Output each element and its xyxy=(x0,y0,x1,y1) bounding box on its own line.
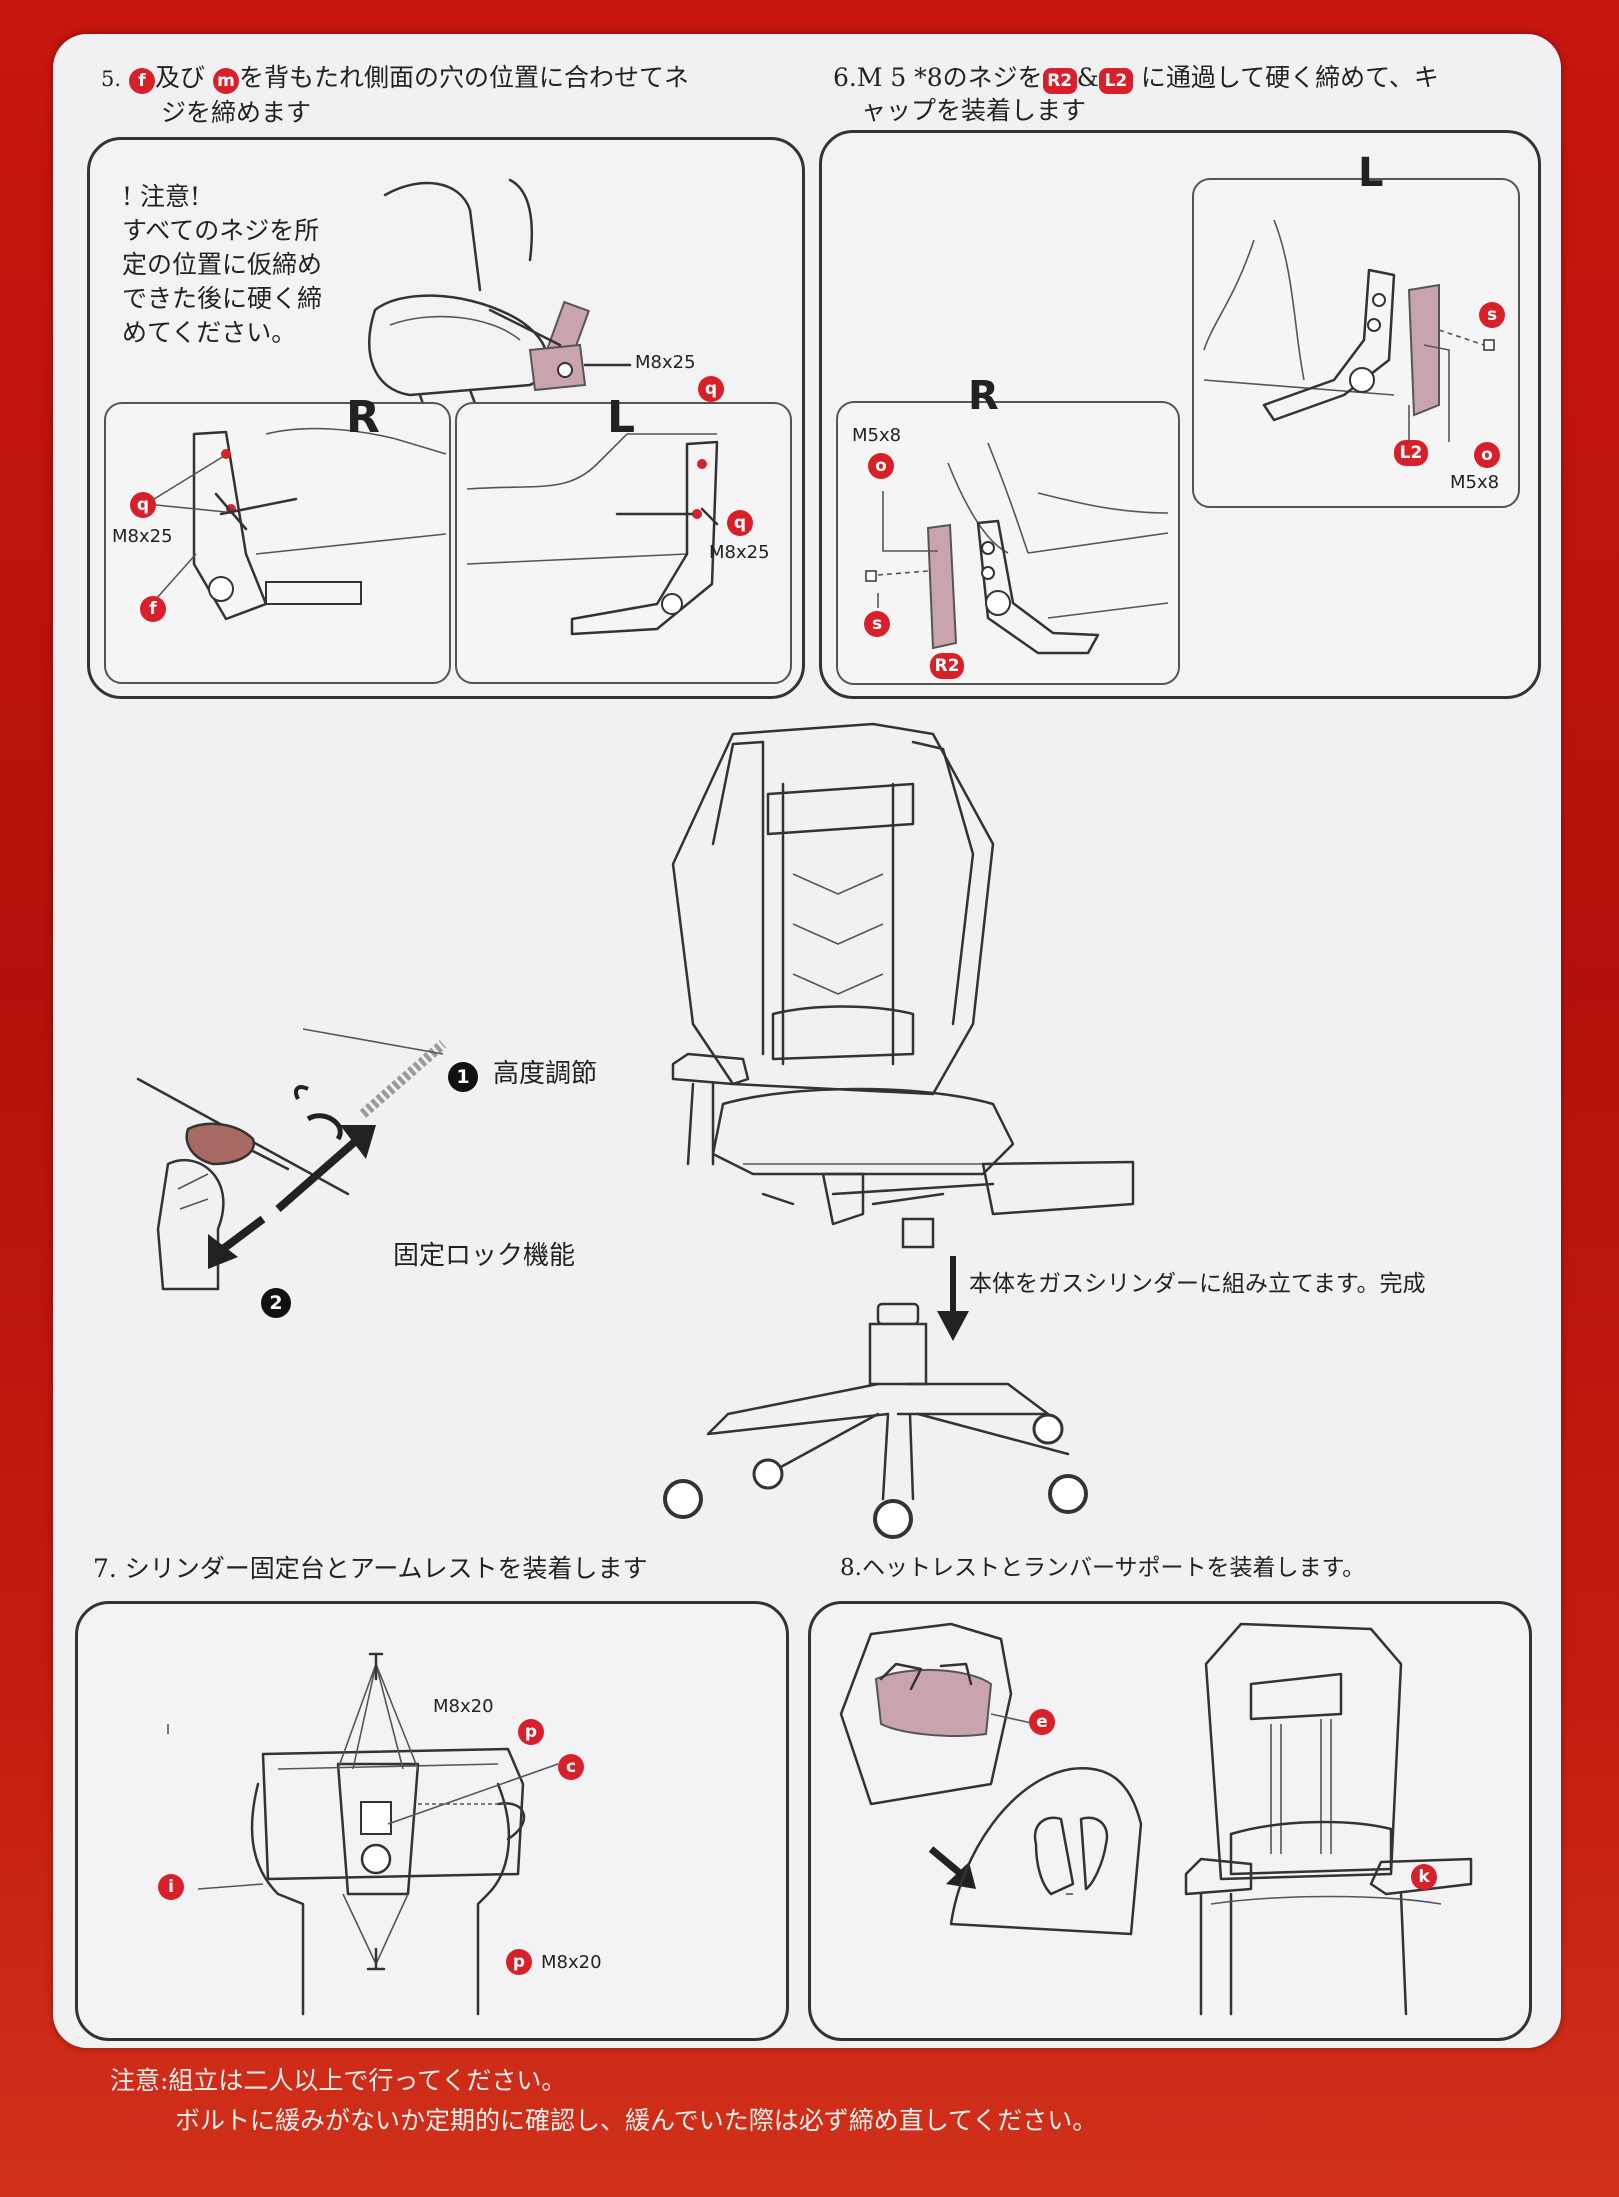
label-p-top: p xyxy=(518,1719,544,1745)
left-label: L xyxy=(607,392,636,443)
down-arrow-icon xyxy=(937,1256,969,1341)
badge-l2: L2 xyxy=(1098,68,1133,94)
label-s-right: s xyxy=(864,611,890,637)
screw-label-m8x20-bottom: M8x20 xyxy=(541,1952,602,1973)
assemble-complete-text: 本体をガスシリンダーに組み立てます。完成 xyxy=(969,1271,1426,1297)
label-l2: L2 xyxy=(1394,440,1428,466)
caution-box: ! 注意! すべてのネジを所 定の位置に仮締め できた後に硬く締 めてください。 xyxy=(122,182,323,347)
label-q: q xyxy=(698,376,724,402)
label-f: f xyxy=(140,596,166,622)
label-i: i xyxy=(158,1874,184,1900)
step5-left-detail: L q M8x25 xyxy=(455,392,792,684)
screw-label-right-m5x8: M5x8 xyxy=(852,425,902,446)
step6-left-label: L xyxy=(1358,150,1384,196)
footer-caution-line-2: ボルトに緩みがないか定期的に確認し、緩んでいた際は必ず締め直してください。 xyxy=(175,2106,1098,2135)
height-adjust-label: 高度調節 xyxy=(493,1059,598,1089)
label-s-left: s xyxy=(1479,302,1505,328)
right-label: R xyxy=(346,392,380,443)
step7-panel: M8x20 p c i p M8x20 xyxy=(75,1601,789,2041)
badge-f: f xyxy=(129,68,155,94)
footer-caution-line-1: 注意:組立は二人以上で行ってください。 xyxy=(110,2066,567,2095)
label-p-bottom: p xyxy=(506,1949,532,1975)
step6-panel: L s L2 o M5x8 xyxy=(819,130,1541,699)
lever-hand-illustration xyxy=(136,1077,376,1291)
gaming-chair-illustration xyxy=(671,722,1135,1249)
badge-m: m xyxy=(212,68,239,94)
step6-left-detail: L s L2 o M5x8 xyxy=(1192,150,1520,508)
step8-title: 8.ヘットレストとランバーサポートを装着します。 xyxy=(840,1555,1366,1581)
lock-function-label: 固定ロック機能 xyxy=(393,1241,576,1271)
callout-2-number: 2 xyxy=(261,1288,291,1318)
step6-right-detail: R M5x8 o s R2 xyxy=(836,373,1180,685)
label-q-left: q xyxy=(727,510,753,536)
step5-panel: ! 注意! すべてのネジを所 定の位置に仮締め できた後に硬く締 めてください。… xyxy=(87,137,805,699)
label-c: c xyxy=(558,1754,584,1780)
badge-r2: R2 xyxy=(1042,68,1077,94)
height-lever-detail xyxy=(302,1028,447,1118)
screw-label-left-m5x8: M5x8 xyxy=(1450,472,1500,493)
step8-panel: e k xyxy=(808,1601,1532,2041)
step6-right-label: R xyxy=(968,373,999,419)
label-q-right: q xyxy=(130,492,156,518)
screw-label-m8x20-top: M8x20 xyxy=(433,1696,494,1717)
step7-title: 7. シリンダー固定台とアームレストを装着します xyxy=(93,1554,648,1583)
left-side-bracket-illustration xyxy=(466,433,719,636)
label-o-right: o xyxy=(868,453,894,479)
headrest-lumbar-illustration xyxy=(839,1622,1473,2016)
chair-base-illustration xyxy=(663,1302,1088,1539)
callout-1-number: 1 xyxy=(448,1062,478,1092)
screw-label-right: M8x25 xyxy=(112,526,173,547)
label-e: e xyxy=(1029,1709,1055,1735)
left-cap-illustration xyxy=(1203,219,1495,442)
label-o-left: o xyxy=(1474,442,1500,468)
label-r2: R2 xyxy=(930,653,964,679)
step5-right-detail: R q M8x25 f xyxy=(104,392,451,684)
right-side-bracket-illustration xyxy=(145,427,447,621)
cylinder-base-illustration xyxy=(167,1652,559,2016)
right-cap-illustration xyxy=(865,442,1169,655)
label-k: k xyxy=(1411,1864,1437,1890)
screw-label-left: M8x25 xyxy=(709,542,770,563)
screw-label-m8x25: M8x25 xyxy=(635,352,696,373)
